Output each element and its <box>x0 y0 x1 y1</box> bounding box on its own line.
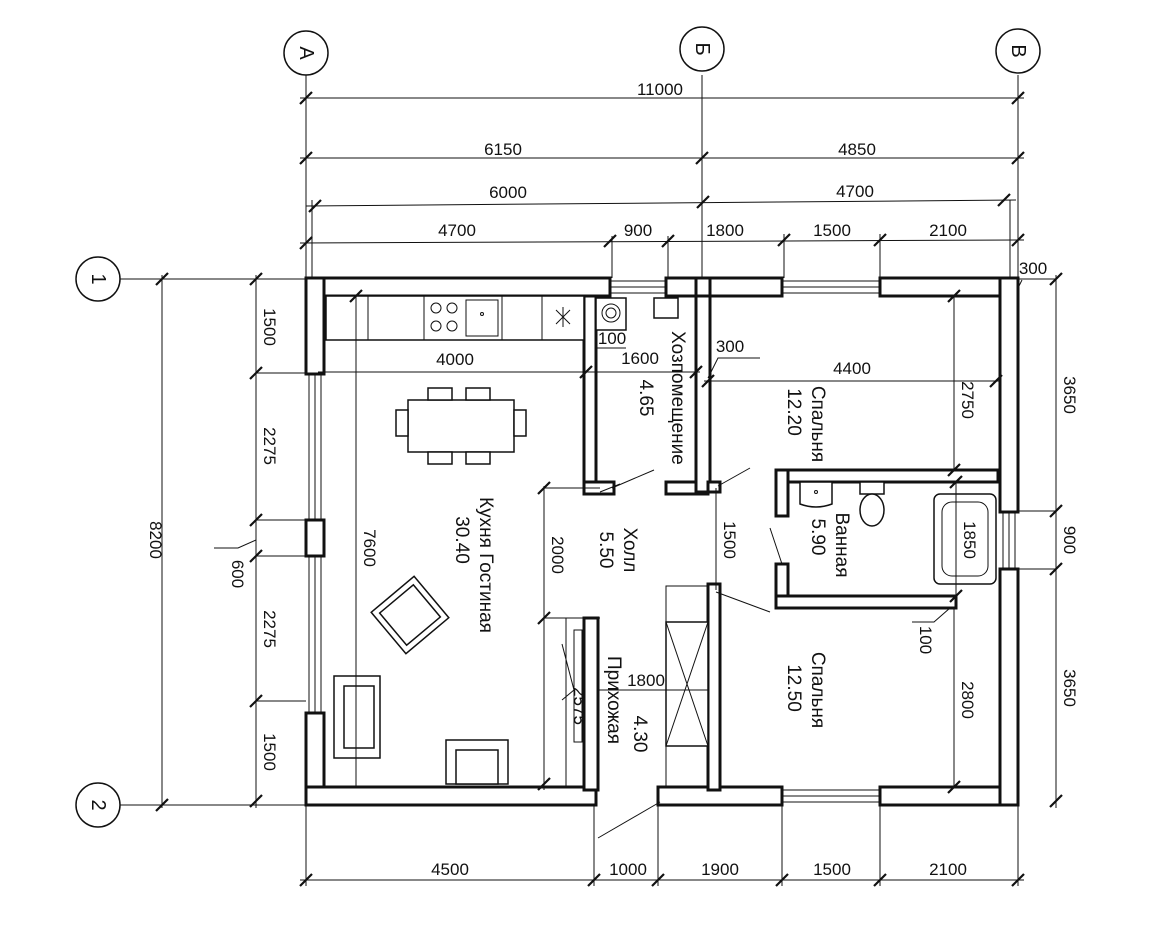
dim-1500-left-top: 1500 <box>260 308 279 346</box>
dim-2275-left-b: 2275 <box>260 610 279 648</box>
room-area-bedroom2: 12.50 <box>783 664 804 712</box>
dim-1600: 1600 <box>621 349 659 368</box>
room-labels: Кухня Гостиная 30.40 Хозпомещение 4.65 С… <box>451 331 852 752</box>
room-name-bedroom2: Спальня <box>807 652 828 728</box>
window-bottom-bedroom <box>782 789 880 803</box>
room-name-hall: Холл <box>619 528 640 573</box>
dim-3650-right-bottom: 3650 <box>1060 669 1079 707</box>
room-area-hall: 5.50 <box>595 532 616 569</box>
window-right-bath <box>1002 512 1016 569</box>
furniture <box>325 295 997 789</box>
window-left-lower <box>308 556 322 713</box>
dim-100-bath: 100 <box>916 626 935 654</box>
dim-4000: 4000 <box>436 350 474 369</box>
room-name-kitchen: Кухня Гостиная <box>475 497 496 633</box>
room-area-bedroom1: 12.20 <box>783 388 804 436</box>
room-name-storage: Хозпомещение <box>667 331 688 465</box>
axis-bubble-1 <box>75 256 121 302</box>
sofa <box>333 675 381 759</box>
dim-2100-top: 2100 <box>929 221 967 240</box>
window-top-bedroom <box>782 280 880 294</box>
dim-1500-left-bottom: 1500 <box>260 733 279 771</box>
dim-300-bedroom: 300 <box>716 337 744 356</box>
dim-4850: 4850 <box>838 140 876 159</box>
dim-2575: 2575 <box>570 687 589 725</box>
wardrobe <box>665 585 709 789</box>
axis-bubble-v <box>995 28 1041 74</box>
axis-markers: А Б В 1 2 <box>75 26 1041 828</box>
room-area-bath: 5.90 <box>807 519 828 556</box>
axis-bubble-a <box>283 30 329 76</box>
dim-8200: 8200 <box>146 521 165 559</box>
dim-1800-entry: 1800 <box>627 671 665 690</box>
dim-600: 600 <box>228 560 247 588</box>
dim-1800-top: 1800 <box>706 221 744 240</box>
axis-label-a: А <box>295 46 317 60</box>
dim-7600: 7600 <box>360 529 379 567</box>
dim-300-top: 300 <box>1019 259 1047 278</box>
axis-bubble-2 <box>75 782 121 828</box>
bathtub-icon <box>933 493 997 585</box>
window-top-storage <box>610 280 666 294</box>
axis-bubble-b <box>679 26 725 72</box>
room-area-kitchen: 30.40 <box>451 516 472 564</box>
washing-machine <box>595 297 627 331</box>
axis-label-2: 2 <box>87 799 109 810</box>
left-dimensions: 8200 1500 2275 2275 1500 600 <box>146 272 318 812</box>
dim-4400: 4400 <box>833 359 871 378</box>
dim-1900-bottom: 1900 <box>701 860 739 879</box>
armchair-bottom <box>445 739 509 785</box>
dim-6150: 6150 <box>484 140 522 159</box>
armchair-rotated <box>370 575 450 655</box>
dim-2800: 2800 <box>958 681 977 719</box>
dim-6000: 6000 <box>489 183 527 202</box>
sink-icon <box>465 299 499 337</box>
dim-2750: 2750 <box>958 381 977 419</box>
dim-total-width: 11000 <box>637 80 683 99</box>
bottom-dimensions: 4500 1000 1900 1500 2100 <box>299 805 1025 887</box>
toilet-icon <box>859 481 885 527</box>
dim-1000-bottom: 1000 <box>609 860 647 879</box>
dim-900-top: 900 <box>624 221 652 240</box>
dim-900-right: 900 <box>1060 526 1079 554</box>
room-name-entry: Прихожая <box>603 656 624 744</box>
room-name-bath: Ванная <box>831 512 852 577</box>
window-left-upper <box>308 374 322 520</box>
room-area-storage: 4.65 <box>635 380 656 417</box>
inner-dimensions: 4000 7600 100 1600 300 4400 2750 2000 <box>318 289 1003 794</box>
room-name-bedroom1: Спальня <box>807 386 828 462</box>
dim-1850: 1850 <box>960 521 979 559</box>
room-area-entry: 4.30 <box>629 716 650 753</box>
dim-4700-seg: 4700 <box>438 221 476 240</box>
stove-icon <box>430 302 458 332</box>
windows <box>308 280 1016 803</box>
dim-1500-top: 1500 <box>813 221 851 240</box>
axis-label-v: В <box>1007 44 1029 57</box>
dining-table <box>395 387 527 465</box>
coat-rack <box>561 629 583 743</box>
dim-2275-left-a: 2275 <box>260 427 279 465</box>
dim-1500-bottom: 1500 <box>813 860 851 879</box>
axis-label-b: Б <box>691 42 713 55</box>
dim-2100-bottom: 2100 <box>929 860 967 879</box>
right-dimensions: 3650 900 3650 <box>1000 272 1079 808</box>
door-leaders <box>597 467 783 839</box>
dim-3650-right-top: 3650 <box>1060 376 1079 414</box>
washbasin-icon <box>799 481 833 508</box>
dim-2000: 2000 <box>548 536 567 574</box>
dim-4500-bottom: 4500 <box>431 860 469 879</box>
dim-1500-hall: 1500 <box>720 521 739 559</box>
dim-4700-right: 4700 <box>836 182 874 201</box>
axis-label-1: 1 <box>87 273 109 284</box>
kitchen-counter <box>325 295 585 341</box>
fan-icon <box>555 307 571 327</box>
dim-100-storage: 100 <box>598 329 626 348</box>
top-dimensions: 11000 6150 4850 6000 4700 4700 900 1800 … <box>299 80 1056 315</box>
walls <box>304 276 1020 807</box>
boiler <box>653 297 679 319</box>
